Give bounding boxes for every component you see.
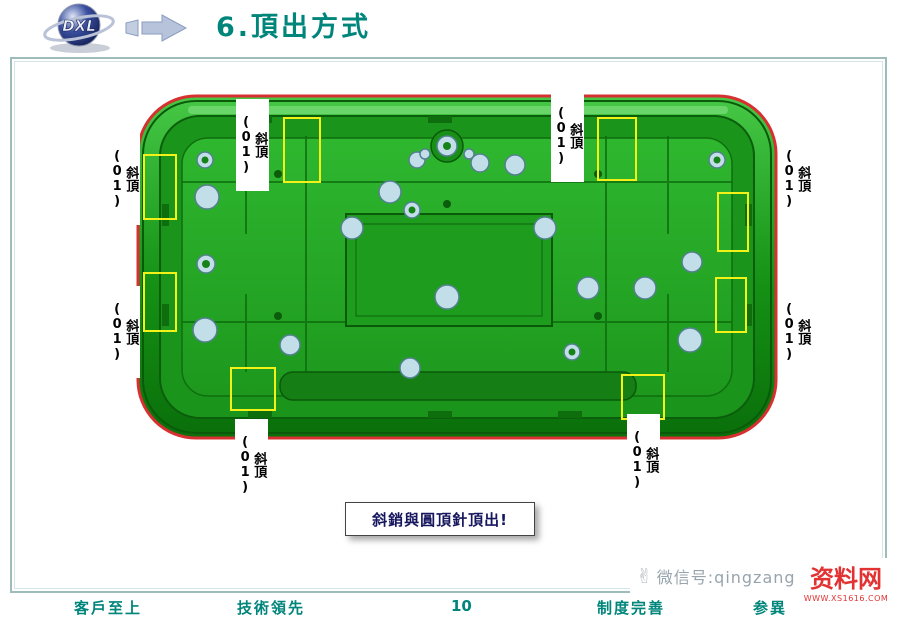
highlight-box [143,154,177,220]
highlight-box [715,277,747,333]
callout-label: 斜頂(01) [107,133,141,225]
arrow-icon [125,14,188,42]
logo-shadow [50,43,110,53]
footer-slogan-4: 参異 [753,599,788,617]
company-logo-icon: DXL [43,3,115,53]
footer-slogan-3: 制度完善 [597,599,666,617]
caption-box: 斜銷與圓頂針頂出! [345,502,535,536]
highlight-box [143,272,177,332]
highlight-box [230,367,276,411]
page-number: 10 [451,597,472,615]
footer-slogan-2: 技術領先 [237,599,306,617]
bottom-trench [279,371,637,401]
page-title: 6.頂出方式 [216,12,372,43]
small-holes [274,170,602,320]
callout-label: 斜頂(01) [627,414,661,506]
logo-ring [43,14,115,42]
content-frame [10,57,887,593]
highlight-box [717,192,749,252]
callout-label: 斜頂(01) [779,286,813,378]
callout-label: 斜頂(01) [551,90,585,182]
callout-label: 斜頂(01) [779,133,813,225]
footer-slogan-1: 客戶至上 [74,599,143,617]
site-brand-url: WWW.XS1616.COM [803,593,889,603]
callout-label: 斜頂(01) [107,286,141,378]
victory-hand-icon: ✌ [636,564,653,588]
site-brand: 资料网 WWW.XS1616.COM [802,565,890,614]
ejector-pin-circles [192,148,703,379]
cad-part-image [136,94,778,440]
logo-text: DXL [62,17,96,35]
highlight-box [597,117,637,181]
screw-bosses [196,129,726,361]
highlight-box [283,117,321,183]
callout-label: 斜頂(01) [236,99,270,191]
wechat-id-text: 微信号:qingzang [656,568,796,587]
site-brand-name: 资料网 [810,565,882,593]
callout-label: 斜頂(01) [235,419,269,511]
